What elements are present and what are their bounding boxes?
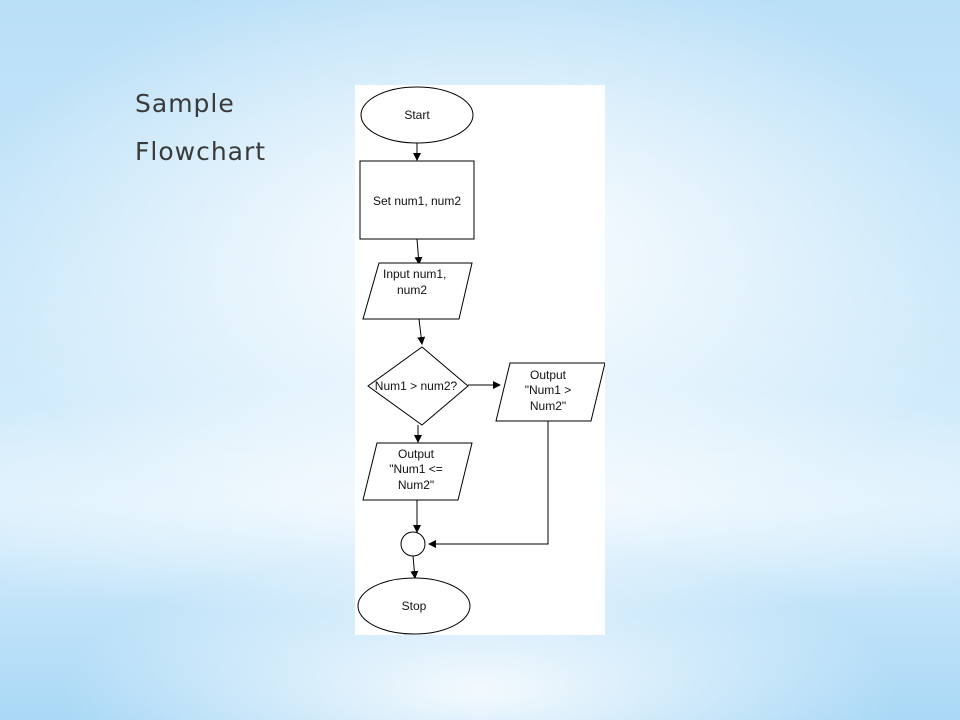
merge-connector (400, 531, 426, 557)
output-false-line-3: Num2" (398, 478, 434, 492)
slide-title-line-1: Sample (135, 89, 235, 118)
input-node (362, 262, 473, 320)
stop-node (357, 577, 471, 635)
edge-set-to-input (414, 238, 423, 265)
start-label: Start (404, 108, 430, 122)
input-label-line-2: num2 (397, 283, 427, 297)
decision-label: Num1 > num2? (375, 379, 458, 393)
output-true-line-3: Num2" (530, 399, 566, 413)
slide-title-line-2: Flowchart (135, 137, 267, 166)
input-label-line-1: Input num1, (383, 267, 446, 281)
stop-label: Stop (402, 599, 427, 613)
output-true-line-1: Output (530, 368, 567, 382)
flowchart-diagram: Start Set num1, num2 Input num1, num2 Nu… (357, 86, 605, 635)
decision-node (367, 346, 469, 426)
flowchart-panel: Start Set num1, num2 Input num1, num2 Nu… (355, 85, 605, 635)
output-true-node (495, 362, 605, 422)
set-label: Set num1, num2 (373, 194, 461, 208)
edge-output-true-to-connector (428, 421, 549, 548)
output-false-node (362, 442, 473, 501)
edge-input-to-decision (417, 318, 426, 345)
output-false-line-1: Output (398, 447, 435, 461)
output-false-line-2: "Num1 <= (389, 462, 443, 476)
slide-title: Sample Flowchart (135, 80, 335, 176)
edge-connector-to-stop (410, 555, 419, 579)
output-true-line-2: "Num1 > (525, 383, 572, 397)
